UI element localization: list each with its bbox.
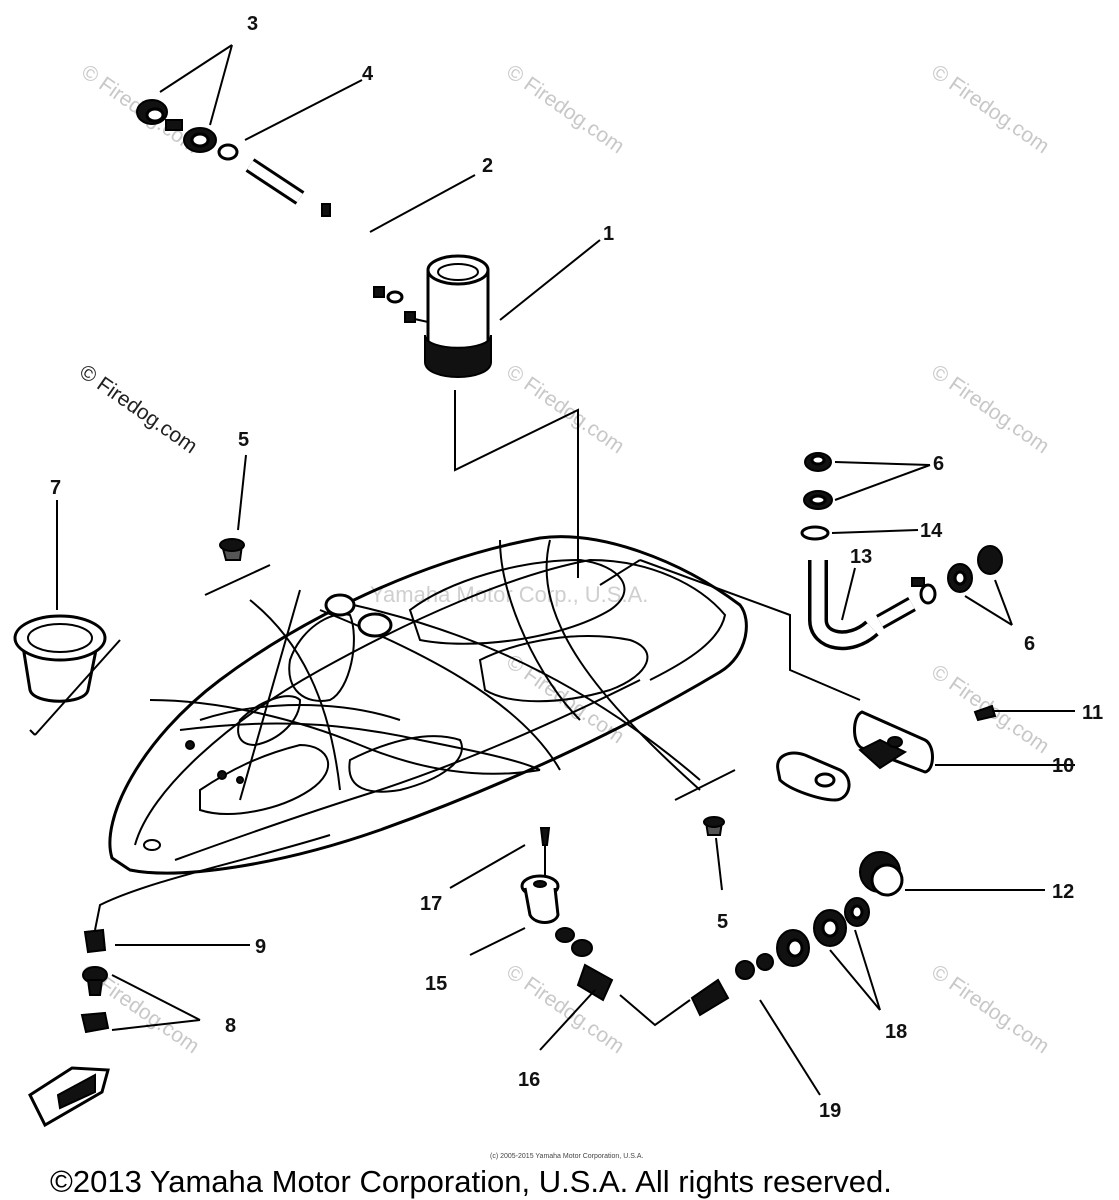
callout-12: 12 [1052,881,1074,903]
watermark: © Firedog.com [927,60,1053,158]
watermark: © Firedog.com [502,60,628,158]
watermark: © Firedog.com [927,360,1053,458]
callout-7: 7 [50,477,61,499]
part-fittings-3-4 [136,99,305,205]
part-drain-assembly [520,827,904,1027]
callout-numbers: 3 4 2 1 5 7 6 14 13 6 11 10 12 5 17 15 1… [50,13,1103,1122]
part-fittings-8-9 [28,834,331,1128]
part-container-7 [13,614,121,736]
part-fittings-6-13-14 [599,452,1003,701]
callout-11: 11 [1082,702,1103,724]
watermarks: © Firedog.com © Firedog.com © Firedog.co… [75,60,1053,1058]
callout-2: 2 [482,155,493,177]
small-copyright: (c) 2005-2015 Yamaha Motor Corporation, … [490,1153,643,1160]
callout-8: 8 [225,1015,236,1037]
callout-1: 1 [603,223,614,245]
watermark: © Firedog.com [75,360,201,458]
hull [108,535,748,875]
part-hose-2 [321,203,404,304]
callout-10: 10 [1052,755,1074,777]
watermark: © Firedog.com [502,960,628,1058]
part-canister [404,254,579,578]
callout-3: 3 [247,13,258,35]
callout-15: 15 [425,973,447,995]
callout-13: 13 [850,546,872,568]
callout-14: 14 [920,520,943,542]
callout-17: 17 [420,893,442,915]
callout-18: 18 [885,1021,907,1043]
callout-6: 6 [933,453,944,475]
part-switch-10-11 [776,704,1075,802]
callout-6b: 6 [1024,633,1035,655]
callout-4: 4 [362,63,374,85]
copyright-footer: ©2013 Yamaha Motor Corporation, U.S.A. A… [50,1164,892,1199]
leader-lines [56,44,1075,1096]
callout-19: 19 [819,1100,841,1122]
watermark: © Firedog.com [927,960,1053,1058]
callout-5b: 5 [717,911,728,933]
part-plugs-5 [204,538,736,836]
callout-9: 9 [255,936,266,958]
callout-5: 5 [238,429,249,451]
callout-16: 16 [518,1069,540,1091]
watermark: © Firedog.com [502,360,628,458]
